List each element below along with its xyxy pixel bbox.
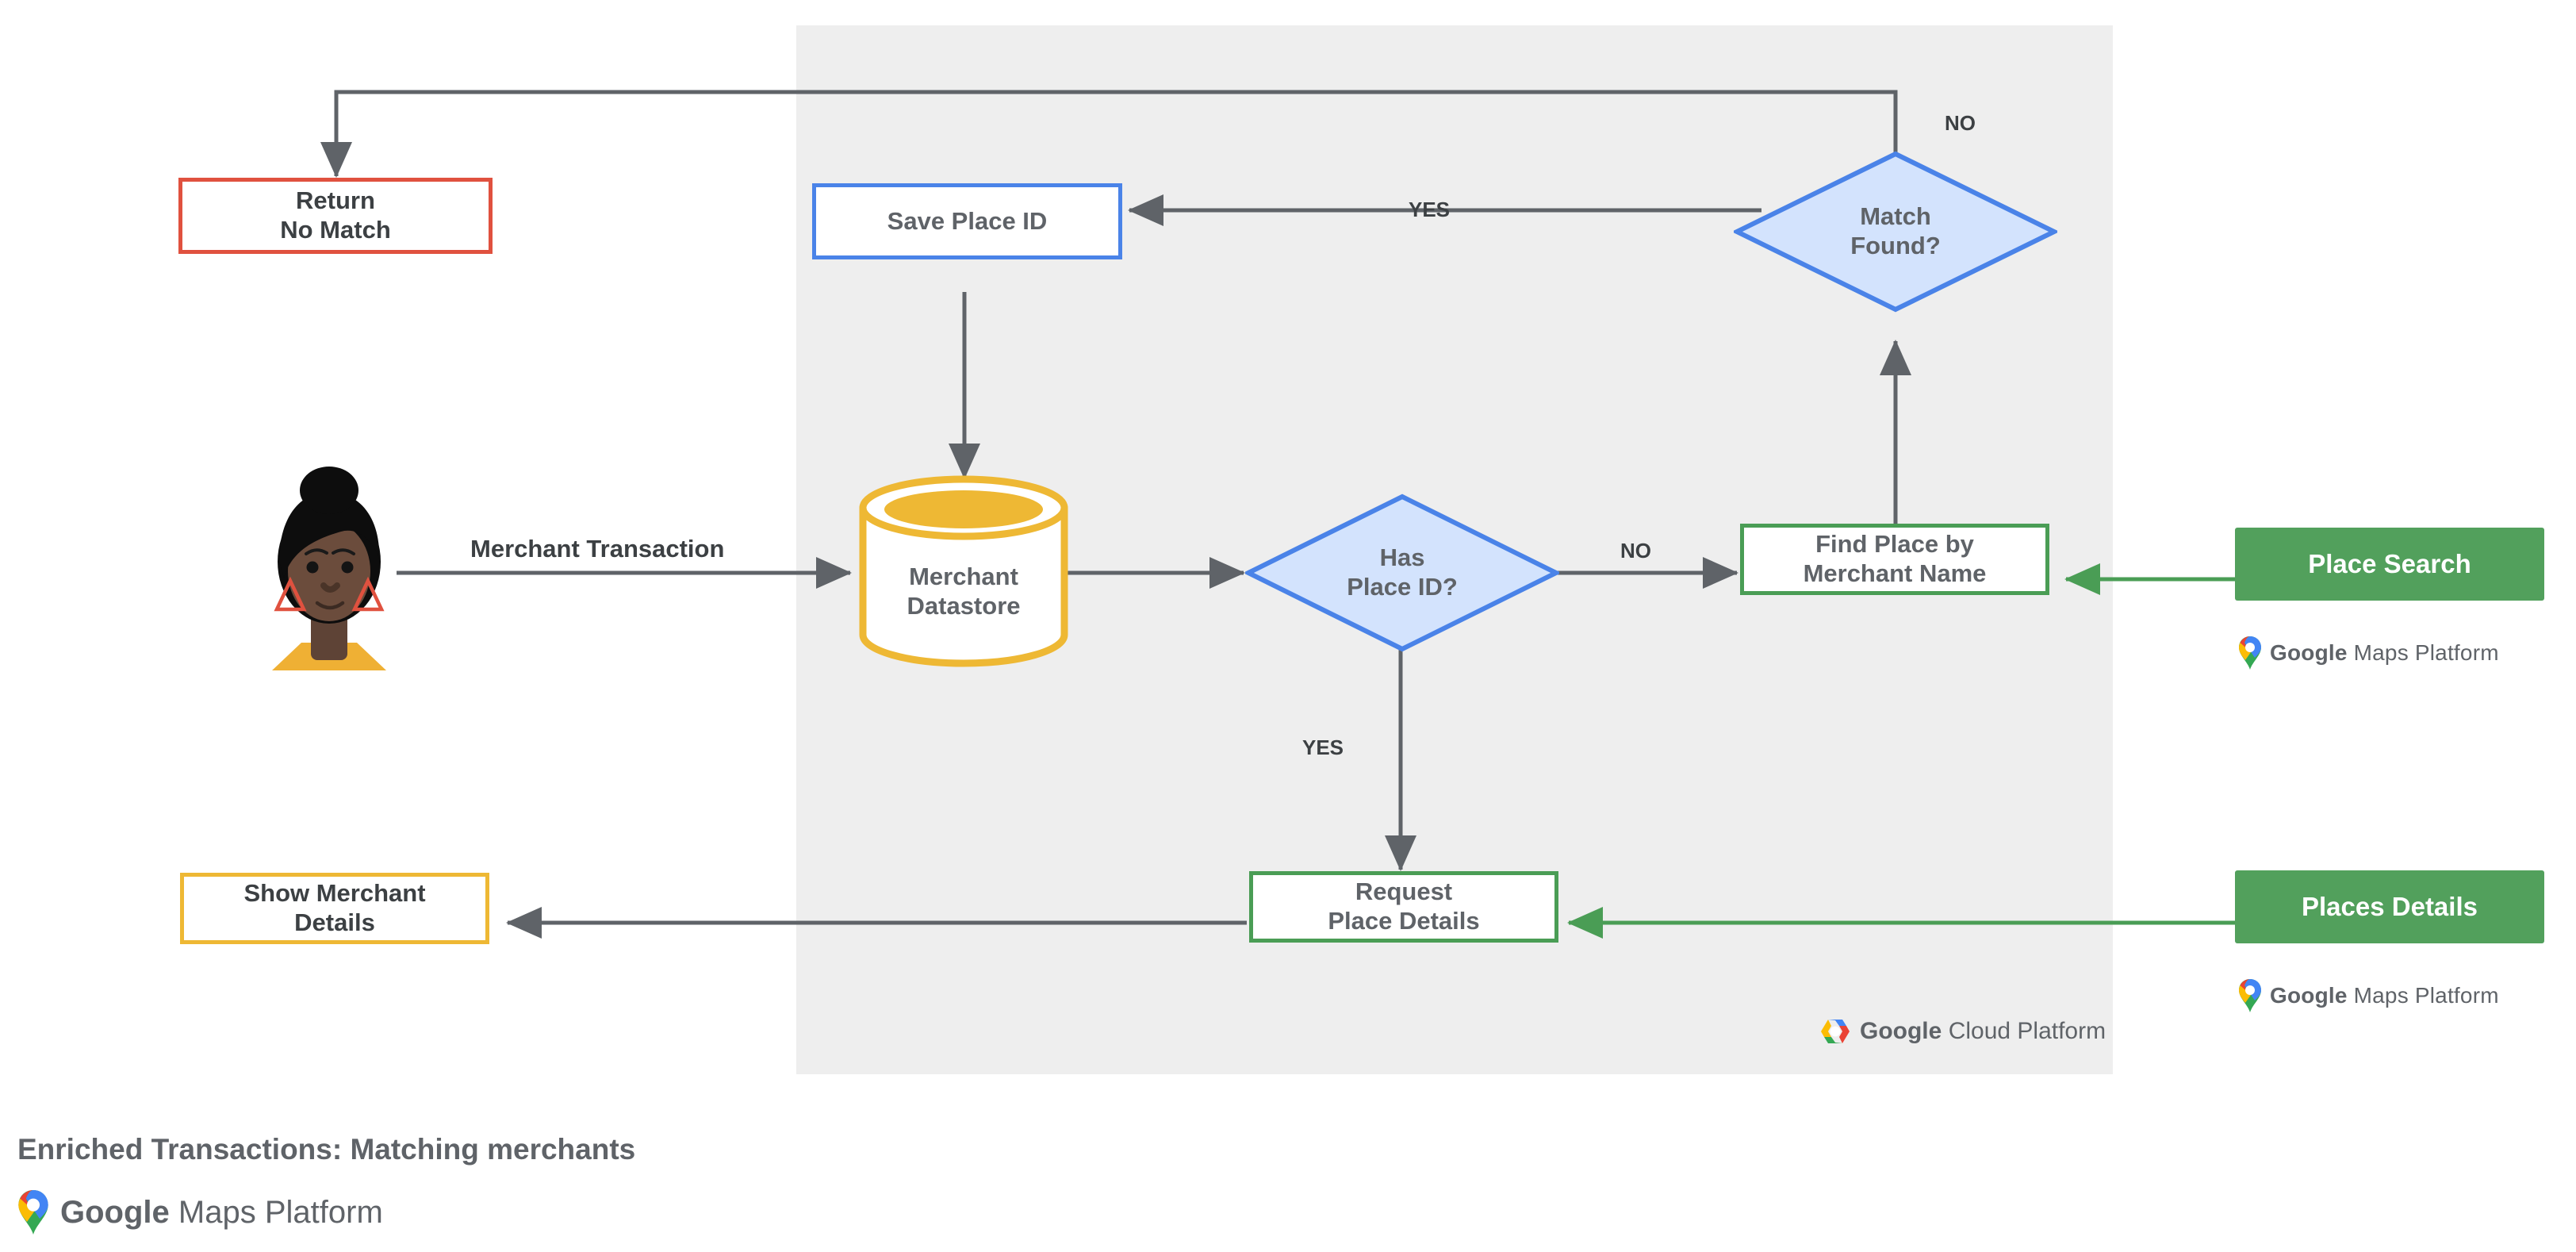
node-return-no-match[interactable]: Return No Match	[178, 178, 493, 254]
google-maps-platform-lockup-footer: Google Maps Platform	[17, 1190, 383, 1235]
node-merchant-datastore[interactable]: Merchant Datastore	[857, 473, 1071, 670]
node-has-place-id-label: Has Place ID?	[1347, 543, 1458, 601]
google-maps-platform-text: Google Maps Platform	[2270, 640, 2499, 665]
node-match-found-label: Match Found?	[1850, 202, 1941, 259]
node-save-place-id[interactable]: Save Place ID	[812, 183, 1122, 259]
person-avatar-icon	[262, 460, 397, 674]
button-place-search[interactable]: Place Search	[2235, 528, 2544, 601]
diagram-title: Enriched Transactions: Matching merchant…	[17, 1133, 636, 1166]
node-request-place-details-label: Request Place Details	[1328, 878, 1480, 935]
button-places-details-label: Places Details	[2302, 892, 2478, 921]
google-maps-pin-icon	[2239, 636, 2261, 670]
button-place-search-label: Place Search	[2308, 549, 2471, 578]
node-return-no-match-label: Return No Match	[280, 186, 391, 244]
google-cloud-platform-lockup: Google Cloud Platform	[1820, 1018, 2106, 1045]
node-has-place-id-decision[interactable]: Has Place ID?	[1245, 494, 1559, 652]
google-cloud-platform-text: Google Cloud Platform	[1860, 1018, 2106, 1044]
google-maps-platform-lockup-places-details: Google Maps Platform	[2238, 979, 2499, 1012]
google-maps-platform-lockup-place-search: Google Maps Platform	[2238, 636, 2499, 670]
edge-label-merchant-transaction: Merchant Transaction	[470, 535, 725, 563]
node-show-merchant-details-label: Show Merchant Details	[243, 879, 426, 936]
button-places-details[interactable]: Places Details	[2235, 870, 2544, 943]
google-maps-pin-icon	[2239, 979, 2261, 1012]
node-request-place-details[interactable]: Request Place Details	[1249, 871, 1558, 943]
google-cloud-hexagon-icon	[1821, 1020, 1850, 1043]
node-show-merchant-details[interactable]: Show Merchant Details	[180, 873, 489, 944]
node-save-place-id-label: Save Place ID	[887, 206, 1048, 235]
edge-label-match-found-yes: YES	[1409, 198, 1451, 221]
node-merchant-datastore-label: Merchant Datastore	[907, 563, 1021, 620]
edge-label-has-place-id-yes: YES	[1302, 735, 1344, 759]
edge-label-match-found-no: NO	[1945, 111, 1976, 135]
google-maps-pin-icon	[18, 1190, 48, 1235]
node-find-place-by-merchant-name-label: Find Place by Merchant Name	[1803, 530, 1987, 587]
google-maps-platform-text: Google Maps Platform	[60, 1194, 383, 1230]
google-maps-platform-text: Google Maps Platform	[2270, 983, 2499, 1008]
node-match-found-decision[interactable]: Match Found?	[1734, 151, 2057, 313]
edge-label-has-place-id-no: NO	[1620, 539, 1651, 563]
node-find-place-by-merchant-name[interactable]: Find Place by Merchant Name	[1740, 524, 2049, 595]
